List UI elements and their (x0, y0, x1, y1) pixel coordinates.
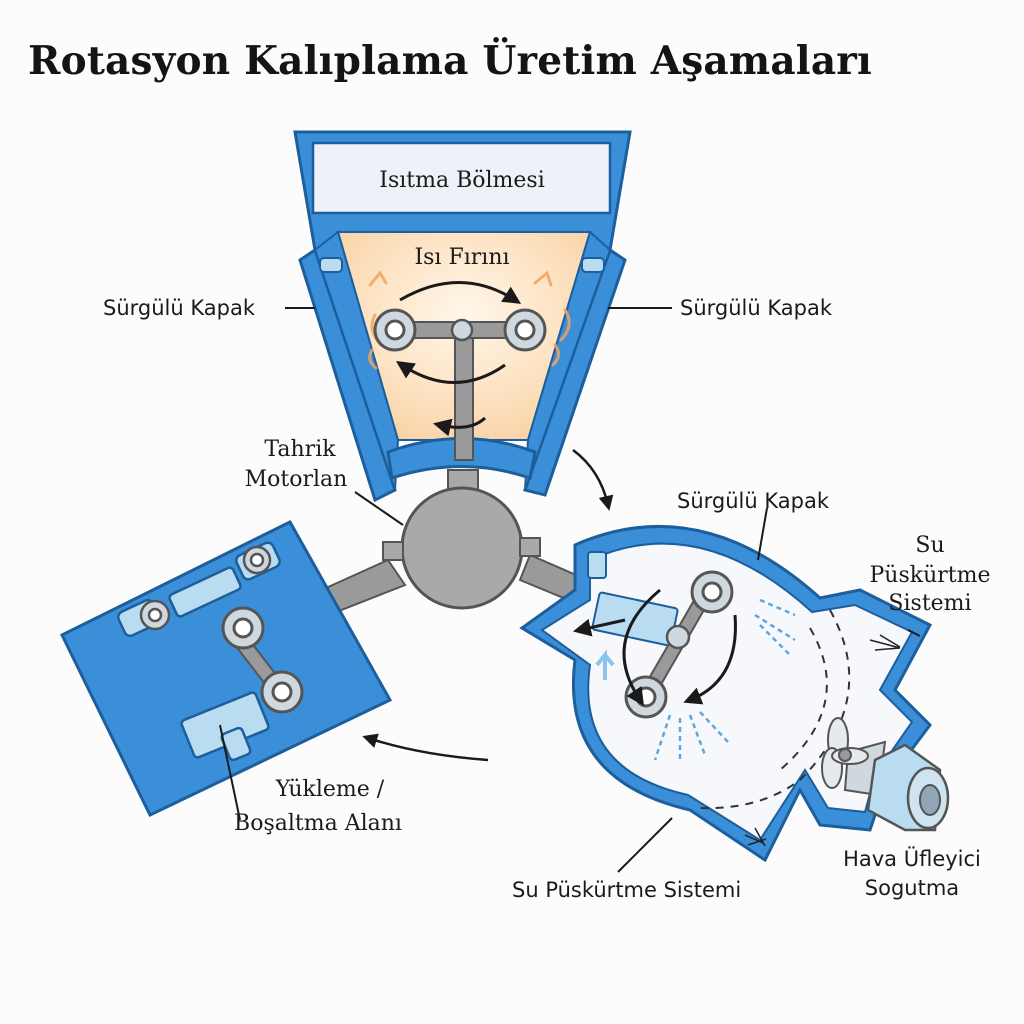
page-title: Rotasyon Kalıplama Üretim Aşamaları (28, 38, 873, 84)
rotation-arrow-icon (395, 281, 522, 437)
air-blower (866, 743, 950, 832)
label-water-spray-right-1: Su (915, 533, 944, 558)
latch-right (581, 257, 605, 273)
oven-label: Isı Fırını (414, 245, 509, 270)
label-water-spray-right-3: Sistemi (888, 591, 971, 616)
label-air-blower-2: Sogutma (865, 876, 959, 900)
drive-motor-hub (400, 486, 524, 610)
label-sliding-cover-cooling: Sürgülü Kapak (677, 489, 830, 513)
heating-chamber-label-box (311, 141, 612, 215)
label-air-blower-1: Hava Üfleyici (843, 846, 981, 871)
leader-lines (219, 307, 921, 873)
cooling-chamber (519, 524, 950, 863)
heating-chamber-label: Isıtma Bölmesi (379, 168, 544, 193)
loading-area (59, 520, 393, 817)
label-loading-2: Boşaltma Alanı (234, 811, 402, 836)
process-flow-arrows (362, 448, 614, 762)
label-sliding-cover-right: Sürgülü Kapak (680, 296, 833, 320)
label-sliding-cover-left: Sürgülü Kapak (103, 296, 256, 320)
heating-chamber: Isıtma Bölmesi Isı Fırını (293, 130, 632, 503)
oven-rotating-mold (373, 308, 547, 461)
label-water-spray-right-2: Püskürtme (870, 563, 991, 588)
water-spray-icon (653, 598, 796, 763)
label-water-spray-bottom: Su Püskürtme Sistemi (512, 878, 741, 902)
loading-platform (59, 520, 393, 817)
label-loading-1: Yükleme / (275, 777, 385, 802)
label-drive-motors-2: Motorlan (245, 467, 348, 492)
air-jet-marks (744, 634, 901, 847)
rotation-arrow-icon (572, 588, 737, 706)
latch-left (319, 257, 343, 273)
label-drive-motors-1: Tahrik (264, 437, 336, 462)
